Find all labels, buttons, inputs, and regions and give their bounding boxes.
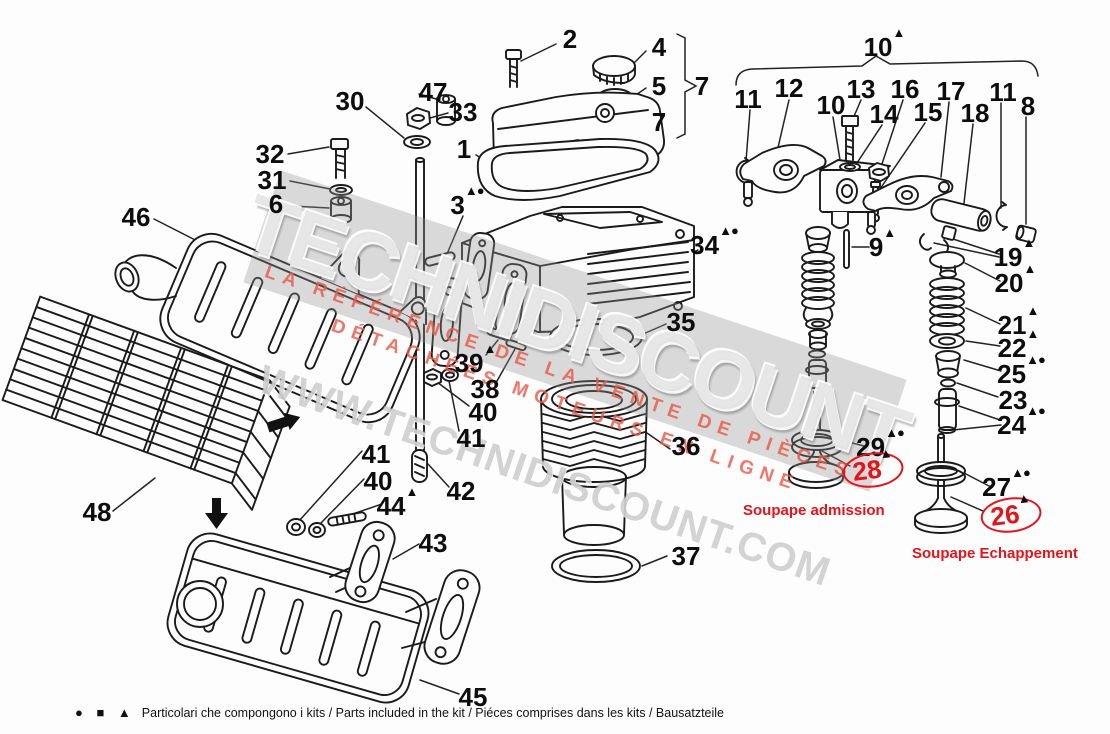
o-ring-37 [552, 550, 640, 582]
exhaust-valve-note: Soupape Echappement [912, 545, 1078, 562]
brace-group-10 [736, 56, 1038, 85]
assembly-arrow-right [266, 412, 301, 433]
exhaust-valve-26-27 [915, 434, 967, 533]
rocker-shaft-18 [929, 197, 993, 233]
exhaust-valve-stack [920, 226, 964, 433]
bushing-8 [1016, 225, 1037, 243]
cylinder-36 [541, 381, 647, 545]
clip-11-right [996, 202, 1007, 230]
nut-16 [869, 163, 889, 181]
kit-symbols: ● ■ ▲ [75, 705, 136, 720]
exhaust-flange-43 [341, 518, 399, 606]
rocker-arm-12 [740, 145, 825, 206]
head-washer-41 [442, 369, 458, 381]
pin-3 [424, 251, 455, 266]
heat-shield-48 [0, 297, 296, 510]
spacer-6 [331, 197, 351, 223]
rocker-arm-17 [863, 176, 952, 234]
muffler-46 [111, 192, 442, 430]
bolt-32 [331, 139, 348, 178]
muffler-stud-44 [328, 512, 367, 526]
cylinder-head-34 [431, 207, 694, 367]
intake-valve-28-29 [789, 392, 843, 488]
pushrod-9 [844, 230, 849, 268]
washer-14 [840, 163, 860, 171]
stud-47 [437, 95, 455, 125]
muffler-inlet-flange [420, 566, 484, 668]
oil-filler-cap-4 [593, 56, 635, 85]
intake-valve-note: Soupape admission [743, 502, 885, 519]
muffler-washer-41 [287, 519, 305, 535]
cover-gasket-1 [478, 139, 659, 200]
head-nut-40 [424, 369, 441, 386]
head-stud-38 [506, 339, 527, 351]
valve-cover-bolt-2 [506, 50, 521, 87]
kit-legend: ● ■ ▲ Particolari che compongono i kits … [75, 705, 724, 720]
bracket-group-7 [677, 34, 696, 138]
head-gasket-35 [550, 319, 642, 355]
nut-33 [407, 108, 430, 129]
pivot-bolt-13 [842, 116, 858, 160]
assembly-arrow-down [205, 498, 228, 529]
intake-valve-stack [802, 227, 834, 388]
washer-31 [330, 185, 352, 195]
washer-30 [404, 136, 430, 148]
muffler-washer-40 [309, 523, 325, 537]
kit-legend-text: Particolari che compongono i kits / Part… [141, 705, 725, 720]
muffler-45 [162, 518, 484, 708]
head-stud-39 [487, 327, 512, 341]
